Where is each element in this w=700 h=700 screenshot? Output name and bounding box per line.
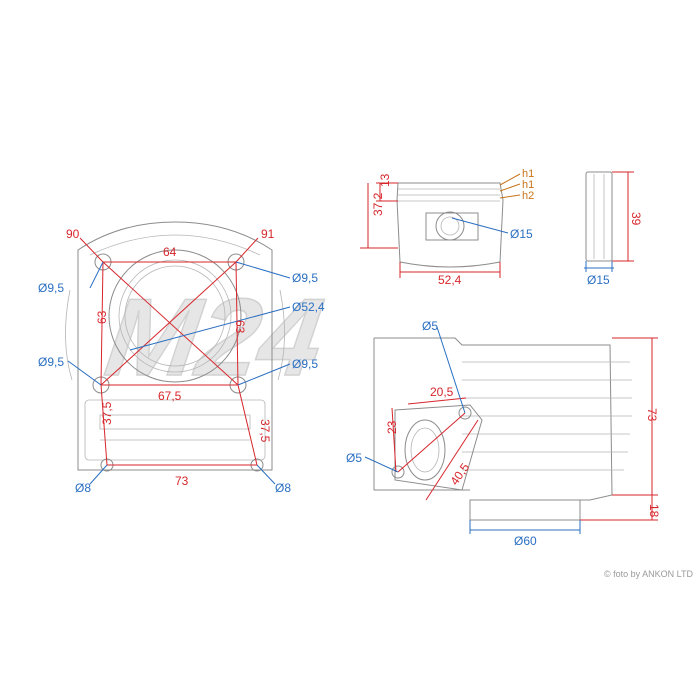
- diameter-label: Ø15: [510, 227, 533, 241]
- stud-label: 90: [66, 227, 80, 241]
- diameter-label: Ø5: [422, 319, 438, 333]
- piston-labels: 13 37,2 52,4 Ø15 h1 h1 h2: [371, 168, 534, 287]
- stud-label: 91: [261, 227, 275, 241]
- diameter-label: Ø9,5: [38, 355, 64, 369]
- dim-label: 73: [175, 474, 189, 488]
- dim-label: 73: [645, 408, 659, 422]
- cylinder-side-view: [364, 326, 658, 534]
- diameter-label: Ø8: [75, 481, 91, 495]
- head-red-dimensions: [79, 237, 259, 466]
- head-blue-leaders: [67, 261, 291, 485]
- diameter-label: Ø52,4: [292, 300, 325, 314]
- dim-label: 64: [163, 245, 177, 259]
- cylinder-labels: 20,5 23 40,5 73 18 Ø5 Ø5 Ø60: [346, 319, 661, 548]
- diameter-label: Ø9,5: [292, 271, 318, 285]
- dim-label: 37,2: [371, 192, 385, 216]
- pin-labels: 39 Ø15: [587, 212, 643, 287]
- ring-label: h2: [522, 190, 534, 202]
- dim-label: 63: [95, 310, 109, 324]
- diameter-label: Ø9,5: [292, 357, 318, 371]
- dim-label: 67,5: [158, 389, 182, 403]
- dim-label: 18: [647, 504, 661, 518]
- diameter-label: Ø5: [346, 451, 362, 465]
- dim-label: 63: [233, 320, 247, 334]
- ring-label: h1: [522, 168, 534, 180]
- dim-label: 52,4: [438, 273, 462, 287]
- ring-label: h1: [522, 179, 534, 191]
- piston-pin-view: [584, 171, 634, 272]
- head-labels: 90 91 64 63 63 67,5 37,5 37,5 73 Ø9,5 Ø9…: [38, 227, 325, 495]
- dim-label: 37,5: [258, 419, 272, 443]
- dim-label: 13: [378, 173, 392, 187]
- photo-credit: © foto by ANKON LTD: [604, 569, 693, 579]
- diameter-label: Ø60: [514, 534, 537, 548]
- dim-label: 37,5: [100, 401, 114, 425]
- dim-label: 39: [629, 212, 643, 226]
- diameter-label: Ø15: [587, 273, 610, 287]
- dim-label: 20,5: [430, 385, 454, 399]
- piston-view: [360, 173, 521, 278]
- diameter-label: Ø9,5: [38, 281, 64, 295]
- dim-label: 40,5: [447, 460, 472, 487]
- watermark-logo: M24: [99, 276, 330, 398]
- dim-label: 23: [385, 420, 399, 434]
- diameter-label: Ø8: [275, 481, 291, 495]
